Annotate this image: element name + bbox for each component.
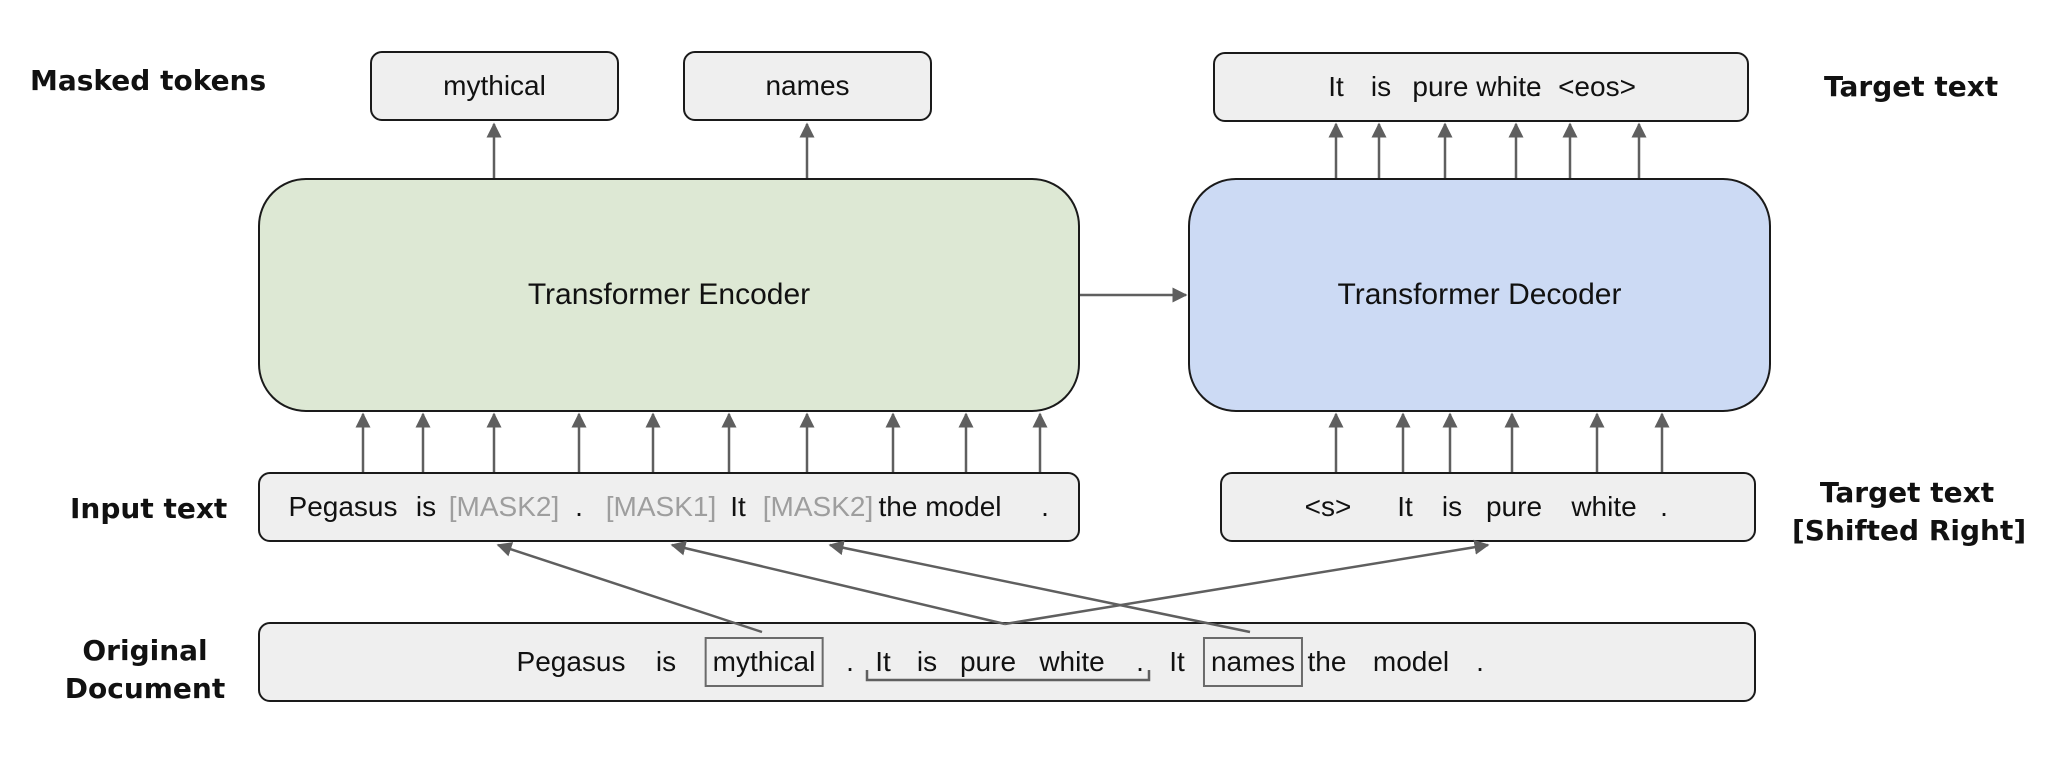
original-token: white [1039, 646, 1105, 677]
original-document-label-line2: Document [64, 672, 226, 705]
input-token-mask: [MASK2] [762, 491, 874, 522]
original-token: It [1169, 646, 1185, 677]
arrow-sentence-to-mask1 [670, 540, 1006, 626]
original-token: . [1476, 646, 1484, 677]
original-token: is [655, 646, 677, 677]
shifted-token: It [1397, 491, 1413, 522]
original-token: model [1372, 646, 1450, 677]
target-token: is [1370, 71, 1392, 102]
target-shifted-label-line2: [Shifted Right] [1792, 514, 2027, 547]
shifted-target-box: <s> It is pure white . [1220, 472, 1756, 542]
target-token: pure white [1412, 71, 1542, 102]
input-token: . [1041, 491, 1049, 522]
input-text-box: Pegasus is [MASK2] . [MASK1] It [MASK2] … [258, 472, 1080, 542]
original-token: is [916, 646, 938, 677]
transformer-decoder: Transformer Decoder [1188, 178, 1771, 412]
masked-word-frame: mythical [704, 637, 824, 687]
original-token-masked: names [1202, 624, 1304, 700]
original-token: . [846, 646, 854, 677]
input-token: . [575, 491, 583, 522]
target-shifted-label-line1: Target text [1819, 476, 1995, 509]
target-token: . [1534, 71, 1542, 102]
input-token: Pegasus [288, 491, 398, 522]
original-token: the [1307, 646, 1347, 677]
target-shifted-label: Target text [Shifted Right] [1792, 474, 2027, 550]
input-text-label: Input text [70, 492, 228, 525]
masked-output-names: names [683, 51, 932, 121]
arrow-sentence-to-target [1004, 539, 1490, 626]
original-document-box: Pegasus is mythical . It is pure white .… [258, 622, 1756, 702]
original-document-label-line1: Original [82, 634, 208, 667]
arrow-names-to-mask [828, 540, 1251, 634]
shifted-token: . [1660, 491, 1668, 522]
original-token: . [1136, 646, 1144, 677]
masked-tokens-label: Masked tokens [30, 64, 267, 97]
target-text-label: Target text [1824, 70, 1999, 103]
masked-word-frame: names [1202, 637, 1304, 687]
original-token-masked: mythical [704, 624, 824, 700]
input-token: is [415, 491, 437, 522]
input-token-mask: [MASK2] [448, 491, 560, 522]
target-token: <eos> [1558, 71, 1636, 102]
target-token: It [1328, 71, 1344, 102]
shifted-token: pure [1485, 491, 1543, 522]
input-token: the model [878, 491, 1002, 522]
transformer-encoder: Transformer Encoder [258, 178, 1080, 412]
input-token-mask: [MASK1] [605, 491, 717, 522]
original-token: It [875, 646, 891, 677]
original-token: pure [959, 646, 1017, 677]
masked-output-mythical: mythical [370, 51, 619, 121]
shifted-token: <s> [1304, 491, 1352, 522]
original-token: Pegasus [516, 646, 626, 677]
shifted-token: is [1441, 491, 1463, 522]
shifted-token: white [1571, 491, 1637, 522]
original-document-label: Original Document [60, 632, 230, 708]
target-output-box: It is pure white . <eos> [1213, 52, 1749, 122]
arrow-mythical-to-mask [496, 542, 763, 634]
input-token: It [730, 491, 746, 522]
